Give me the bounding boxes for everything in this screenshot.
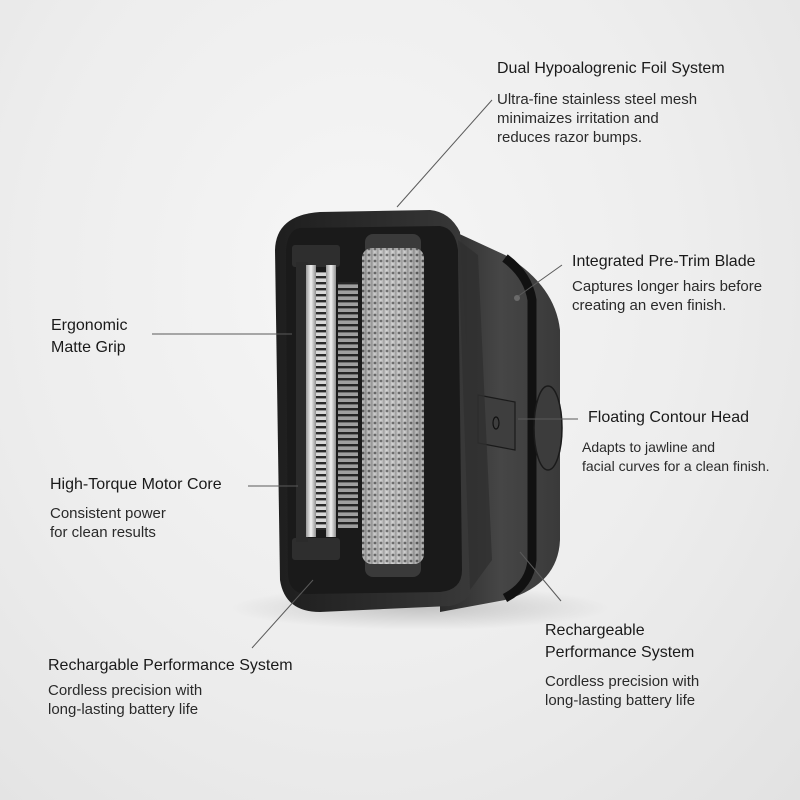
callout-rechargeable-left: Rechargable Performance System Cordless … (48, 655, 293, 719)
callout-title: Rechargeable Performance System (545, 622, 695, 661)
callout-title: Floating Contour Head (588, 409, 749, 426)
callout-floating-head: Floating Contour Head (588, 407, 749, 429)
callout-description: Cordless precision with long-lasting bat… (48, 682, 203, 718)
callout-floating-head-desc: Adapts to jawline and facial curves for … (582, 438, 770, 476)
callout-description: Cordless precision with long-lasting bat… (545, 673, 700, 709)
callout-description: Captures longer hairs before creating an… (572, 278, 763, 314)
callout-description: Adapts to jawline and facial curves for … (582, 439, 770, 474)
callout-title: Integrated Pre-Trim Blade (572, 253, 756, 270)
callout-pre-trim: Integrated Pre-Trim Blade Captures longe… (572, 251, 762, 315)
callout-title: High-Torque Motor Core (50, 476, 222, 493)
callout-description: Consistent power for clean results (50, 505, 166, 541)
callout-title: Rechargable Performance System (48, 657, 293, 674)
callout-title: Ergonomic Matte Grip (51, 317, 128, 356)
callout-description: Ultra-fine stainless steel mesh minimaiz… (497, 91, 698, 146)
callout-rechargeable-right: Rechargeable Performance System Cordless… (545, 620, 699, 710)
callout-dual-foil: Dual Hypoalogrenic Foil System Ultra-fin… (497, 58, 725, 147)
callout-motor-core: High-Torque Motor Core Consistent power … (50, 474, 222, 542)
callout-title: Dual Hypoalogrenic Foil System (497, 60, 725, 77)
callout-ergonomic-grip: Ergonomic Matte Grip (51, 315, 127, 359)
